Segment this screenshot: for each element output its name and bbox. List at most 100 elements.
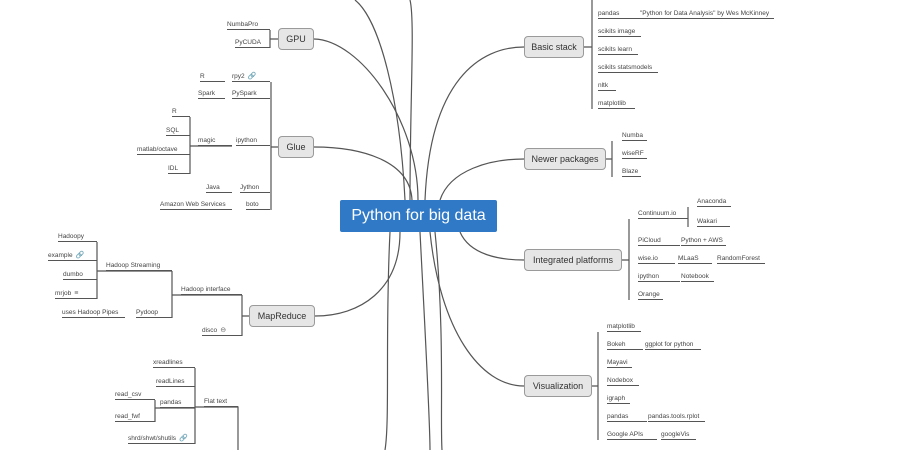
node-basic-book[interactable]: "Python for Data Analysis" by Wes McKinn… [640, 9, 774, 19]
node-label: Wakari [697, 218, 717, 225]
node-mapreduce-hadoopy[interactable]: Hadoopy [58, 232, 97, 242]
node-label: shrd/shwt/shutils [128, 435, 177, 442]
node-glue-boto[interactable]: boto [246, 200, 270, 210]
node-basic-matplotlib[interactable]: matplotlib [598, 99, 635, 109]
node-glue-pyspark[interactable]: PySpark [232, 89, 270, 99]
node-viz-rplot[interactable]: pandas.tools.rplot [648, 412, 705, 422]
node-mapreduce-disco[interactable]: disco⊖ [202, 326, 242, 336]
node-label: Continuum.io [638, 210, 677, 217]
node-label: pandas [598, 10, 620, 17]
node-label: Java [206, 184, 220, 191]
node-integrated-wiseio[interactable]: wise.io [638, 254, 675, 264]
node-viz-pandas[interactable]: pandas [607, 412, 647, 422]
node-basic-statsmodels[interactable]: scikits statsmodels [598, 63, 658, 73]
topic-visualization[interactable]: Visualization [524, 375, 592, 397]
node-label: read_csv [115, 391, 142, 398]
node-integrated-ipython[interactable]: ipython [638, 272, 680, 282]
note-icon[interactable]: ≡ [74, 290, 79, 297]
node-integrated-picloud[interactable]: PiCloud [638, 236, 680, 246]
node-newer-blaze[interactable]: Blaze [622, 167, 641, 177]
node-basic-sklearn[interactable]: scikits learn [598, 45, 638, 55]
topic-basic-stack[interactable]: Basic stack [524, 36, 584, 58]
node-viz-googlevis[interactable]: googleVis [661, 430, 696, 440]
node-flattext-stat[interactable]: shrd/shwt/shutils🔗 [128, 434, 195, 444]
topic-glue[interactable]: Glue [278, 136, 314, 158]
node-basic-nltk[interactable]: nltk [598, 81, 616, 91]
node-label: ggplot for python [645, 341, 694, 348]
node-glue-spark[interactable]: Spark [198, 89, 225, 99]
node-mapreduce-streaming[interactable]: Hadoop Streaming [106, 261, 172, 271]
node-integrated-orange[interactable]: Orange [638, 290, 663, 300]
node-viz-bokeh[interactable]: Bokeh [607, 340, 643, 350]
node-newer-numba[interactable]: Numba [622, 131, 647, 141]
node-integrated-mlaas[interactable]: MLaaS [678, 254, 712, 264]
node-viz-ggplot[interactable]: ggplot for python [645, 340, 701, 350]
node-label: dumbo [63, 271, 83, 278]
node-glue-jython[interactable]: Jython [240, 183, 270, 193]
node-glue-matlab[interactable]: matlab/octave [137, 145, 190, 155]
node-flattext-readlines[interactable]: readLines [156, 377, 195, 387]
node-viz-google[interactable]: Google APIs [607, 430, 657, 440]
node-integrated-aws[interactable]: Python + AWS [681, 236, 726, 246]
node-viz-nodebox[interactable]: Nodebox [607, 376, 639, 386]
link-icon[interactable]: 🔗 [247, 73, 257, 80]
node-glue-idl[interactable]: IDL [168, 164, 190, 174]
node-mapreduce-interface[interactable]: Hadoop interface [181, 285, 242, 295]
node-integrated-notebook[interactable]: Notebook [681, 272, 714, 282]
link-icon[interactable]: 🔗 [179, 435, 188, 442]
node-glue-aws[interactable]: Amazon Web Services [160, 200, 232, 210]
node-label: readLines [156, 378, 185, 385]
collapse-icon[interactable]: ⊖ [220, 327, 227, 334]
node-mapreduce-mrjob[interactable]: mrjob≡ [55, 289, 97, 299]
topic-newer-packages[interactable]: Newer packages [524, 148, 606, 170]
node-glue-java[interactable]: Java [206, 183, 232, 193]
node-label: Google APIs [607, 431, 644, 438]
node-label: scikits image [598, 28, 636, 35]
topic-gpu[interactable]: GPU [278, 28, 314, 50]
link-icon[interactable]: 🔗 [75, 252, 85, 259]
node-glue-magic[interactable]: magic [198, 136, 232, 146]
node-flattext-read_fwf[interactable]: read_fwf [115, 412, 155, 422]
node-flattext-flat[interactable]: Flat text [204, 397, 238, 407]
node-basic-pandas[interactable]: pandas [598, 9, 640, 19]
node-newer-wiserf[interactable]: wiseRF [622, 149, 647, 159]
topic-integrated-platforms[interactable]: Integrated platforms [524, 249, 622, 271]
node-mapreduce-example[interactable]: example🔗 [48, 251, 97, 261]
node-flattext-pandas[interactable]: pandas [160, 398, 195, 408]
node-label: Hadoop interface [181, 286, 231, 293]
node-gpu-pycuda[interactable]: PyCUDA [235, 38, 270, 48]
node-label: matplotlib [607, 323, 635, 330]
node-glue-sql[interactable]: SQL [166, 126, 190, 136]
node-mapreduce-pydoop[interactable]: Pydoop [136, 308, 172, 318]
node-label: NumbaPro [227, 21, 259, 28]
node-label: scikits statsmodels [598, 64, 653, 71]
node-viz-matplotlib[interactable]: matplotlib [607, 322, 641, 332]
node-label: PiCloud [638, 237, 661, 244]
node-integrated-rf[interactable]: RandomForest [717, 254, 765, 264]
node-label: SQL [166, 127, 180, 134]
node-basic-skimage[interactable]: scikits image [598, 27, 641, 37]
node-label: read_fwf [115, 413, 140, 420]
node-glue-r[interactable]: R [200, 72, 225, 82]
node-label: MLaaS [678, 255, 699, 262]
topic-mapreduce[interactable]: MapReduce [249, 305, 315, 327]
node-viz-igraph[interactable]: igraph [607, 394, 630, 404]
node-glue-r2[interactable]: R [172, 107, 190, 117]
node-label: ipython [236, 137, 257, 144]
node-glue-ipython[interactable]: ipython [236, 136, 270, 146]
node-label: Pydoop [136, 309, 159, 316]
node-integrated-wakari[interactable]: Wakari [697, 217, 730, 227]
node-mapreduce-dumbo[interactable]: dumbo [63, 270, 97, 280]
node-integrated-anaconda[interactable]: Anaconda [697, 197, 731, 207]
node-viz-mayavi[interactable]: Mayavi [607, 358, 632, 368]
node-glue-rpy2[interactable]: rpy2🔗 [232, 72, 270, 82]
node-integrated-continuum[interactable]: Continuum.io [638, 209, 688, 219]
node-mapreduce-pipes[interactable]: uses Hadoop Pipes [62, 308, 125, 318]
node-gpu-numbapro[interactable]: NumbaPro [227, 20, 270, 30]
central-topic[interactable]: Python for big data [340, 200, 497, 232]
node-flattext-read_csv[interactable]: read_csv [115, 390, 155, 400]
node-flattext-xreadlines[interactable]: xreadlines [153, 358, 195, 368]
node-label: boto [246, 201, 259, 208]
